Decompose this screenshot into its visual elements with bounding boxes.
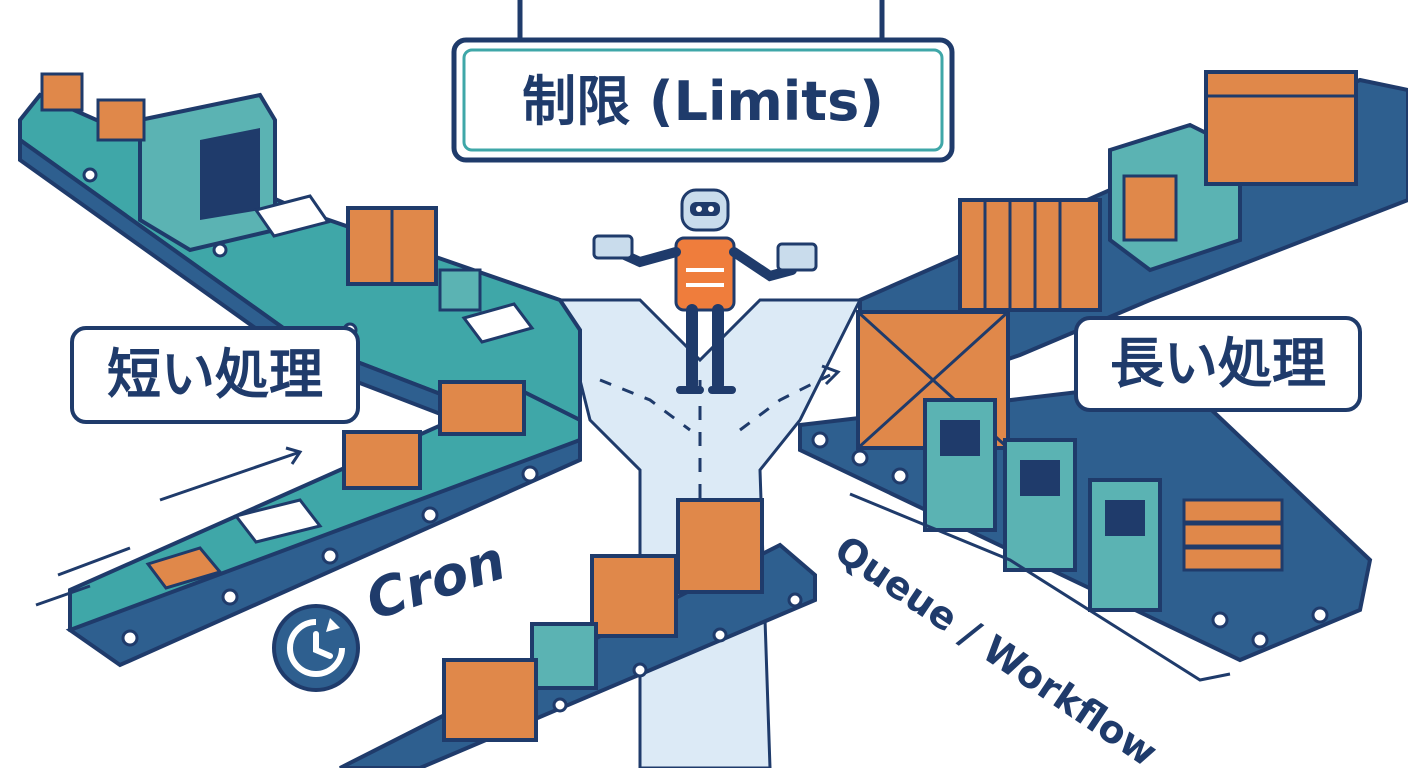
limits-sign: 制限 (Limits) <box>451 0 955 163</box>
robot-dispatcher <box>592 188 818 394</box>
short-process-label: 短い処理 <box>70 326 360 424</box>
short-process-text: 短い処理 <box>107 343 323 406</box>
long-process-conveyor <box>798 70 1408 682</box>
center-conveyor <box>339 498 817 768</box>
clock-icon <box>287 618 345 677</box>
short-process-conveyor <box>18 72 582 668</box>
long-process-label: 長い処理 <box>1074 316 1362 412</box>
sign-title: 制限 (Limits) <box>522 70 884 133</box>
long-process-text: 長い処理 <box>1110 332 1326 395</box>
